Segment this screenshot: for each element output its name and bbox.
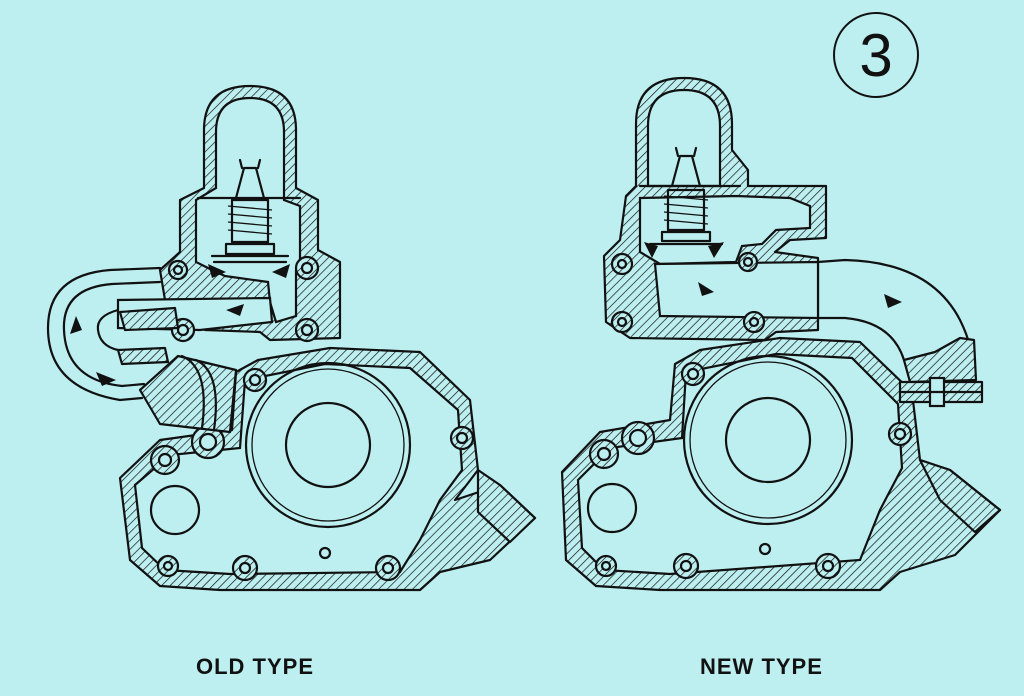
new-thermostat-unit: [638, 146, 742, 246]
old-type-assembly: [46, 84, 537, 592]
new-outlet-hose: [816, 258, 984, 408]
figure-number-badge: 3: [833, 12, 919, 98]
old-pump-body: [118, 346, 537, 592]
figure-number: 3: [859, 21, 893, 89]
new-flow-arrows: [644, 242, 902, 308]
new-thermostat-housing: [602, 76, 828, 342]
new-pump-body: [560, 336, 1002, 592]
new-type-assembly: [560, 76, 1002, 592]
new-type-caption: NEW TYPE: [700, 654, 823, 679]
old-thermostat-unit: [196, 158, 302, 264]
old-thermostat-housing: [116, 84, 342, 343]
old-flow-arrows: [70, 264, 290, 386]
old-type-caption: OLD TYPE: [196, 654, 315, 679]
old-bypass-hose: [46, 266, 238, 434]
